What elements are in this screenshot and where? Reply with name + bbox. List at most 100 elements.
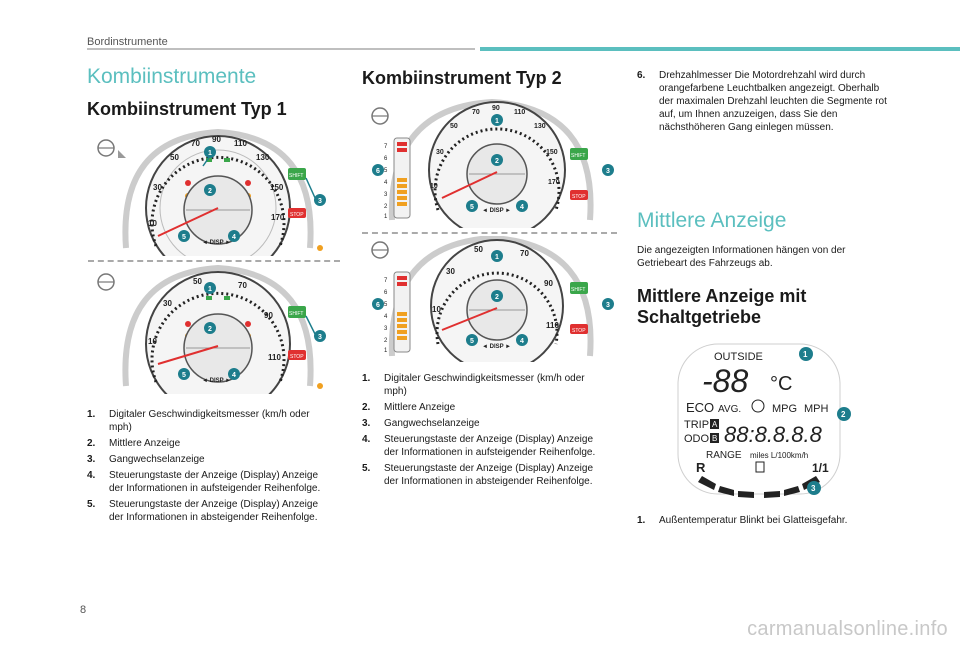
- svg-text:4: 4: [232, 234, 236, 241]
- svg-text:4: 4: [520, 338, 524, 345]
- svg-text:6: 6: [376, 302, 380, 309]
- svg-text:MPG: MPG: [772, 403, 797, 415]
- svg-text:2: 2: [384, 338, 388, 344]
- fuel-gauge-icon: [755, 461, 765, 473]
- svg-text:STOP: STOP: [290, 354, 304, 360]
- list-item: 4.Steuerungstaste der Anzeige (Display) …: [362, 434, 596, 458]
- svg-text:◄ DISP ►: ◄ DISP ►: [482, 344, 511, 350]
- outside-label: OUTSIDE: [714, 351, 763, 363]
- svg-text:150: 150: [546, 149, 558, 156]
- svg-text:2: 2: [495, 158, 499, 165]
- svg-text:70: 70: [520, 249, 529, 258]
- list-item: 6.Drehzahlmesser Die Motordrehzahl wird …: [637, 70, 887, 133]
- subtitle-typ1: Kombiinstrument Typ 1: [87, 99, 287, 119]
- svg-text:R: R: [696, 460, 706, 475]
- svg-text:1/1: 1/1: [812, 461, 829, 475]
- svg-text:30: 30: [436, 149, 444, 156]
- svg-text:2: 2: [208, 326, 212, 333]
- svg-text:TRIP: TRIP: [684, 419, 709, 431]
- tick-label: 150: [270, 183, 284, 192]
- svg-text:110: 110: [268, 353, 281, 362]
- svg-text:SHIFT: SHIFT: [571, 153, 585, 159]
- svg-text:MPH: MPH: [804, 403, 829, 415]
- svg-text:1: 1: [208, 286, 212, 293]
- svg-text:5: 5: [470, 338, 474, 345]
- list-item: 3.Gangwechselanzeige: [362, 418, 480, 429]
- svg-text:◄ DISP ►: ◄ DISP ►: [202, 378, 231, 384]
- svg-text:1: 1: [495, 118, 499, 125]
- svg-text:4: 4: [384, 314, 388, 320]
- tick-label: 110: [234, 139, 247, 148]
- svg-text:3: 3: [318, 198, 322, 205]
- svg-text:4: 4: [232, 372, 236, 379]
- svg-text:130: 130: [534, 123, 546, 130]
- svg-text:6: 6: [384, 290, 388, 296]
- svg-text:170: 170: [548, 179, 560, 186]
- section-title-mittlere-anzeige: Mittlere Anzeige: [637, 209, 787, 232]
- svg-text:1: 1: [208, 150, 212, 157]
- svg-text:ECO: ECO: [686, 400, 714, 415]
- svg-text:7: 7: [384, 278, 388, 284]
- svg-text:3: 3: [606, 302, 610, 309]
- list-item: 1.Digitaler Geschwindigkeitsmesser (km/h…: [362, 373, 585, 397]
- disp-label: ◄ DISP ►: [202, 240, 231, 246]
- list-item: 5.Steuerungstaste der Anzeige (Display) …: [87, 499, 319, 523]
- list-item: 2.Mittlere Anzeige: [87, 438, 181, 449]
- svg-text:5: 5: [182, 372, 186, 379]
- tick-label: 170: [271, 213, 285, 222]
- cluster-typ1b-figure: 10 30 50 70 90 110 ◄ DISP ► SHIFT STOP 1…: [88, 264, 340, 417]
- svg-text:SHIFT: SHIFT: [289, 173, 303, 179]
- svg-text:110: 110: [546, 321, 559, 330]
- cluster-typ1-figure: 10 30 50 70 90 110 130 150 170 ◄ DISP ► …: [88, 128, 340, 281]
- list-item: 4.Steuerungstaste der Anzeige (Display) …: [87, 470, 321, 494]
- header-section-label: Bordinstrumente: [87, 36, 168, 48]
- page-number: 8: [80, 604, 87, 616]
- tick-label: 70: [191, 139, 200, 148]
- tick-label: 90: [212, 135, 221, 144]
- svg-text:6: 6: [376, 168, 380, 175]
- figure-divider: [362, 232, 617, 234]
- lcd-display-figure: OUTSIDE -88 °C ECO AVG. MPG MPH TRIP A O…: [672, 340, 852, 500]
- svg-text:3: 3: [384, 326, 388, 332]
- svg-text:110: 110: [514, 109, 525, 116]
- list-item: 1.Außentemperatur Blinkt bei Glatteisgef…: [637, 515, 848, 526]
- svg-text:1: 1: [384, 348, 388, 354]
- svg-text:miles L/100km/h: miles L/100km/h: [750, 451, 808, 460]
- odometer-digits: 88:8.8.8.8: [724, 422, 823, 447]
- svg-text:SHIFT: SHIFT: [571, 287, 585, 293]
- tick-label: 130: [256, 153, 270, 162]
- svg-text:1: 1: [803, 350, 808, 359]
- svg-text:3: 3: [384, 192, 388, 198]
- svg-text:30: 30: [163, 299, 172, 308]
- list-item: 5.Steuerungstaste der Anzeige (Display) …: [362, 463, 594, 487]
- svg-text:B: B: [712, 434, 717, 443]
- middle-legend-list: 1.Digitaler Geschwindigkeitsmesser (km/h…: [362, 372, 610, 491]
- svg-text:50: 50: [193, 277, 202, 286]
- section-title-kombiinstrumente: Kombiinstrumente: [87, 65, 257, 88]
- header-accent-rule: [480, 47, 960, 51]
- svg-text:STOP: STOP: [572, 328, 586, 334]
- svg-text:2: 2: [384, 204, 388, 210]
- svg-text:4: 4: [384, 180, 388, 186]
- list-item: 3.Gangwechselanzeige: [87, 454, 205, 465]
- svg-text:5: 5: [182, 234, 186, 241]
- svg-text:4: 4: [520, 204, 524, 211]
- svg-text:STOP: STOP: [572, 194, 586, 200]
- svg-text:30: 30: [446, 267, 455, 276]
- svg-text:50: 50: [474, 245, 483, 254]
- svg-text:SHIFT: SHIFT: [289, 311, 303, 317]
- svg-text:6: 6: [384, 156, 388, 162]
- temp-digits: -88: [702, 363, 748, 399]
- svg-text:90: 90: [264, 311, 273, 320]
- subtitle-schaltgetriebe: Mittlere Anzeige mit Schaltgetriebe: [637, 286, 807, 327]
- shift-indicator: [288, 168, 306, 180]
- svg-text:50: 50: [450, 123, 458, 130]
- svg-text:3: 3: [606, 168, 610, 175]
- list-item: 1.Digitaler Geschwindigkeitsmesser (km/h…: [87, 409, 310, 433]
- svg-text:2: 2: [495, 294, 499, 301]
- subtitle-typ2: Kombiinstrument Typ 2: [362, 68, 562, 88]
- svg-text:AVG.: AVG.: [718, 404, 741, 415]
- fuel-pump-icon: [751, 399, 765, 413]
- svg-text:7: 7: [384, 144, 388, 150]
